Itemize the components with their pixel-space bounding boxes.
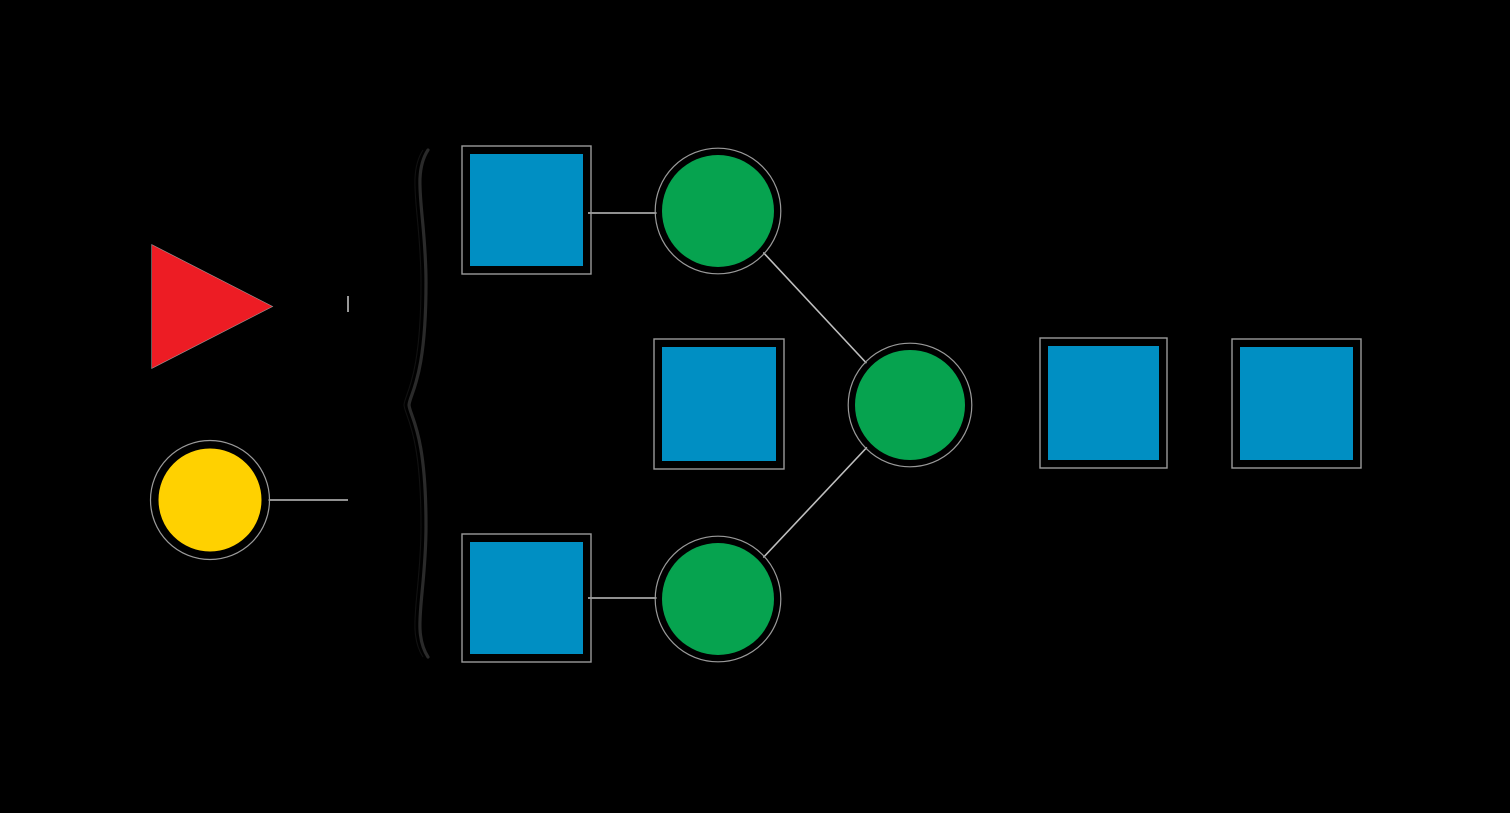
edge-c1-c2: [760, 249, 872, 369]
green-circle-1[interactable]: [662, 155, 774, 267]
green-circle-3[interactable]: [662, 543, 774, 655]
squares-group: [461, 145, 1362, 663]
green-circle-2[interactable]: [855, 350, 965, 460]
blue-square-4[interactable]: [1048, 346, 1159, 460]
circles-group: [654, 147, 973, 663]
yellow-circle-outline: [149, 439, 271, 561]
brace-group: [403, 148, 430, 659]
legend-group: [148, 239, 349, 561]
blue-square-2[interactable]: [662, 347, 776, 461]
edges-group: [585, 210, 873, 601]
edge-c3-c2: [759, 442, 872, 562]
blue-square-4-outline: [1039, 337, 1168, 469]
blue-square-2-outline: [653, 338, 785, 470]
blue-square-3-outline: [461, 533, 592, 663]
yellow-circle-fill: [151, 441, 269, 559]
blue-square-1-outline: [461, 145, 592, 275]
curly-brace-outer: [407, 148, 430, 659]
green-circle-1-outline: [654, 147, 782, 275]
blue-square-1[interactable]: [470, 154, 583, 266]
blue-square-5-outline: [1231, 338, 1362, 469]
green-circle-3-outline: [654, 535, 782, 663]
green-circle-2-outline: [847, 342, 973, 468]
red-triangle: [152, 245, 272, 368]
curly-brace-inner: [403, 149, 424, 658]
blue-square-3[interactable]: [470, 542, 583, 654]
blue-square-5[interactable]: [1240, 347, 1353, 460]
